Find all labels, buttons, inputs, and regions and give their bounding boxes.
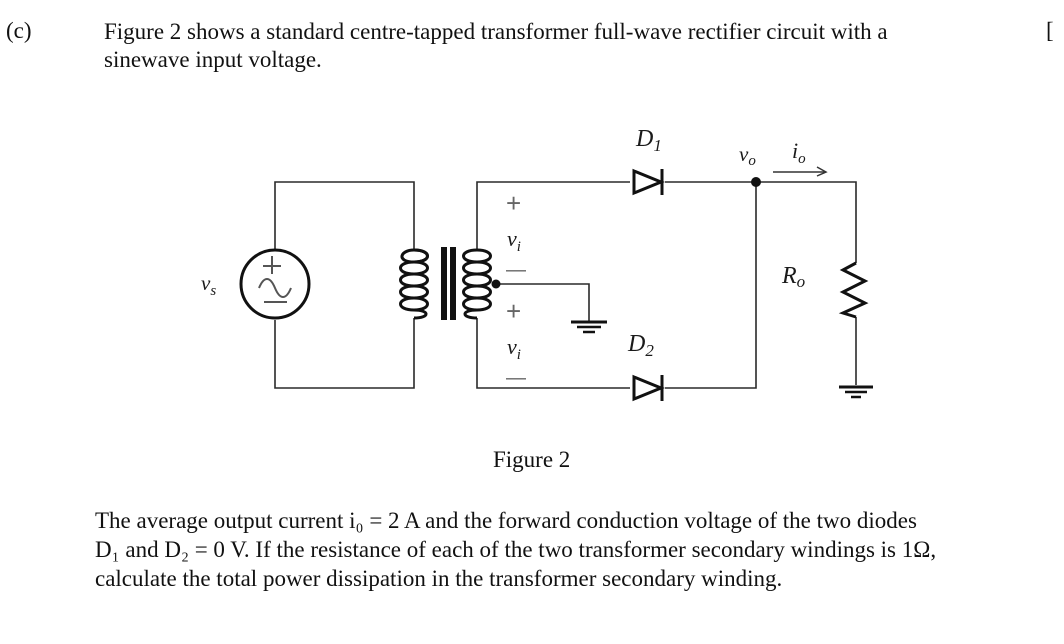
secondary-wire-bottom: [476, 318, 630, 389]
center-tap-node: [491, 279, 501, 289]
resistor-ro-label: Ro: [781, 263, 805, 291]
primary-coil-icon: [399, 248, 429, 320]
secondary-bottom-voltage-label: vi: [507, 334, 521, 363]
problem-line-1: The average output current i₀ = 2 A and …: [95, 508, 917, 533]
output-current-label: io: [792, 138, 806, 167]
output-voltage-label: vo: [739, 142, 756, 169]
resistor-ro-icon: [838, 261, 869, 319]
diode-d2-icon: [632, 374, 665, 402]
secondary-bottom-plus: +: [506, 296, 521, 326]
diode-d2-label: D2: [627, 331, 654, 360]
secondary-wire-top: [476, 181, 630, 250]
load-ground-icon: [839, 385, 873, 399]
d1-output-wire: [665, 181, 857, 263]
problem-line-2: D₁ and D₂ = 0 V. If the resistance of ea…: [95, 537, 937, 562]
center-tap-wire: [497, 283, 590, 322]
secondary-bottom-minus: —: [506, 367, 526, 389]
intro-line-2: sinewave input voltage.: [104, 47, 322, 72]
primary-wire-bottom: [274, 318, 415, 389]
primary-wire-top: [274, 181, 415, 250]
d2-output-wire: [665, 182, 757, 389]
diode-d1-icon: [632, 168, 665, 196]
intro-line-1: Figure 2 shows a standard centre-tapped …: [104, 19, 888, 44]
diode-d1-label: D1: [635, 126, 662, 155]
source-label: vs: [201, 271, 216, 299]
transformer-core-icon: [441, 247, 456, 320]
ac-source-icon: [239, 248, 311, 320]
marks-bracket: [: [1046, 18, 1054, 43]
ground-icon: [571, 320, 607, 334]
secondary-top-minus: —: [506, 259, 526, 281]
secondary-coil-icon: [462, 248, 492, 320]
problem-statement: The average output current i₀ = 2 A and …: [95, 506, 1060, 593]
secondary-top-voltage-label: vi: [507, 226, 521, 255]
problem-line-3: calculate the total power dissipation in…: [95, 566, 783, 591]
rectifier-circuit-diagram: vs + vi — + vi — D1: [201, 126, 873, 402]
question-intro: Figure 2 shows a standard centre-tapped …: [104, 18, 1044, 74]
question-part-label: (c): [6, 18, 32, 43]
output-node: [751, 177, 761, 187]
current-arrow-icon: [773, 166, 828, 177]
figure-caption: Figure 2: [493, 447, 571, 472]
secondary-top-plus: +: [506, 188, 521, 218]
